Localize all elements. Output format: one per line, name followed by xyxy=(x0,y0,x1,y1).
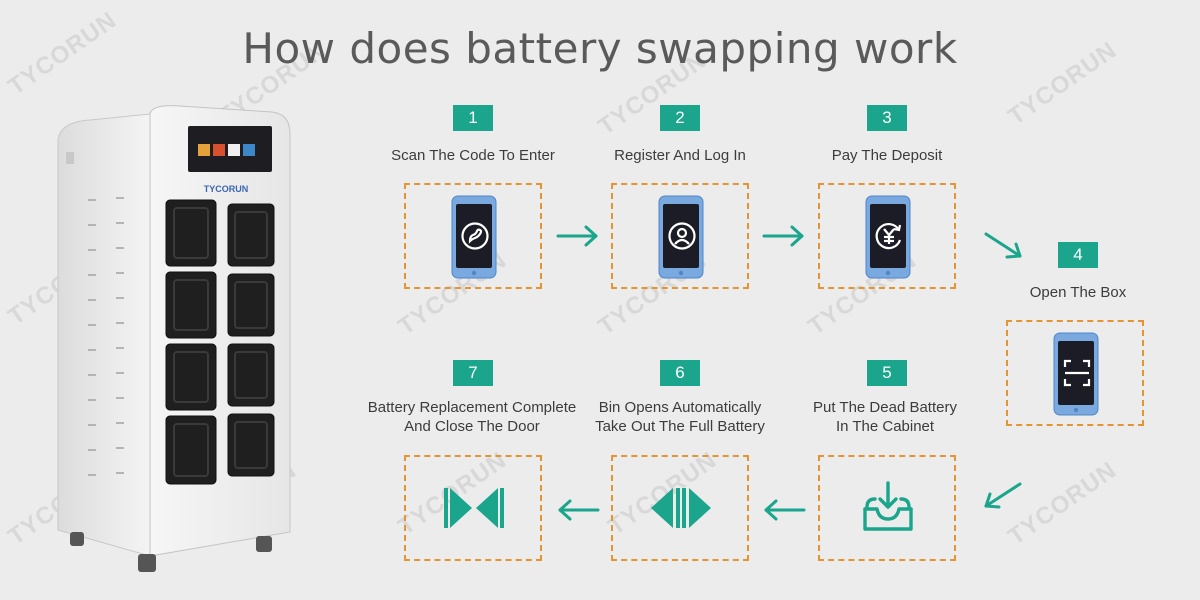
step-4-box xyxy=(1006,320,1144,426)
arrow-right-icon xyxy=(762,224,806,253)
arrow-right-icon xyxy=(556,224,600,253)
step-2-phone xyxy=(658,195,704,284)
step-4-label: Open The Box xyxy=(1029,284,1127,301)
step-1-label: Scan The Code To Enter xyxy=(391,147,555,164)
step-1-phone xyxy=(451,195,497,284)
arrow-left-icon xyxy=(762,498,806,527)
cabinet-logo: TYCORUN xyxy=(204,184,249,194)
step-6-badge: 6 xyxy=(660,360,700,386)
user-profile-icon xyxy=(666,220,698,257)
step-2-label: Register And Log In xyxy=(614,147,746,164)
step-7-box xyxy=(404,455,542,561)
step-5-badge: 5 xyxy=(867,360,907,386)
arrow-down-left-icon xyxy=(980,478,1024,517)
step-1-badge: 1 xyxy=(453,105,493,131)
step-3-box xyxy=(818,183,956,289)
page-title: How does battery swapping work xyxy=(242,24,958,73)
step-7-badge: 7 xyxy=(453,360,493,386)
yen-payment-icon xyxy=(873,220,905,257)
step-3-label: Pay The Deposit xyxy=(831,147,943,164)
step-7-label: Battery Replacement Complete And Close T… xyxy=(367,399,577,435)
step-4-badge: 4 xyxy=(1058,242,1098,268)
step-1-box xyxy=(404,183,542,289)
step-6-box xyxy=(611,455,749,561)
doors-close-icon xyxy=(442,484,506,537)
step-5-label: Put The Dead Battery In The Cabinet xyxy=(813,399,957,435)
qr-scan-app-icon xyxy=(459,220,491,257)
step-3-badge: 3 xyxy=(867,105,907,131)
doors-open-icon xyxy=(649,484,713,537)
tray-insert-icon xyxy=(859,479,917,542)
step-2-box xyxy=(611,183,749,289)
step-5-box xyxy=(818,455,956,561)
step-6-label: Bin Opens Automatically Take Out The Ful… xyxy=(595,399,765,435)
arrow-left-icon xyxy=(556,498,600,527)
arrow-down-right-icon xyxy=(982,228,1026,267)
step-2-badge: 2 xyxy=(660,105,700,131)
scan-frame-icon xyxy=(1061,357,1093,394)
battery-cabinet-illustration: TYCORUN xyxy=(50,100,310,585)
